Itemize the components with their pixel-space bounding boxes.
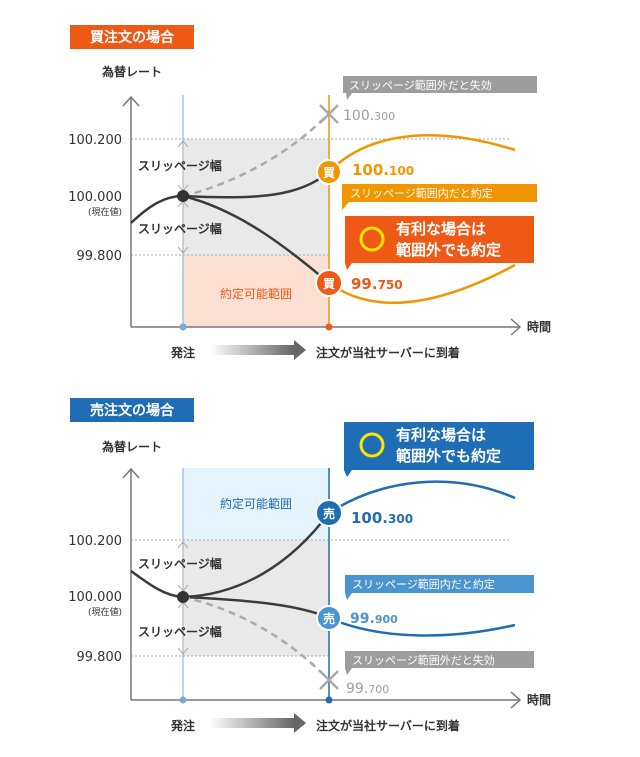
sell-fail-x-icon [319,670,339,690]
sell-panel: 売注文の場合 為替レート 時間 100.200 100.000 (現在値) 99… [68,398,551,733]
sell-tick-upper: 100.200 [68,534,122,549]
buy-tick-mid-sub: (現在値) [88,206,122,218]
buy-arrival-label: 注文が当社サーバーに到着 [316,345,460,360]
sell-arrival-dot [325,696,333,704]
sell-fail-tag: スリッページ範囲外だと失効 [352,653,495,667]
buy-fail-x-icon [319,104,339,124]
sell-favorable-badge: 売 [323,506,335,521]
sell-favorable-callout [344,422,534,477]
sell-y-axis-label: 為替レート [102,439,162,454]
sell-fail-tag-bg [345,651,534,675]
sell-slippage-upper-label: スリッページ幅 [138,556,222,571]
sell-favorable-path [182,512,330,599]
sell-order-dot [179,696,187,704]
sell-ok-badge-icon [316,605,342,631]
buy-slippage-upper-label: スリッページ幅 [138,158,222,173]
sell-current-point [177,591,189,603]
buy-ok-badge: 買 [323,166,335,180]
buy-fail-tag-bg [343,76,537,100]
sell-favorable-value: 100.300 [351,509,413,527]
buy-favorable-callout [345,216,534,270]
sell-x-axis-label: 時間 [527,692,551,707]
buy-range-label: 約定可能範囲 [220,286,292,301]
sell-future-curve-lower [328,616,516,637]
buy-favorable-badge-icon [315,269,343,297]
buy-panel: 買注文の場合 為替レート 時間 100.200 100.000 (現在値) 99… [68,25,551,360]
buy-tick-mid: 100.000 [68,190,122,205]
sell-fail-path [182,595,330,681]
sell-order-label: 発注 [170,718,195,733]
sell-range-label: 約定可能範囲 [220,496,292,511]
buy-fail-tag: スリッページ範囲外だと失効 [349,78,492,92]
buy-tick-upper: 100.200 [68,133,122,148]
buy-tradable-range [183,255,329,327]
sell-price-history-curve [130,569,184,599]
buy-future-curve-lower [328,263,516,304]
buy-favorable-line2: 範囲外でも約定 [396,241,501,259]
buy-favorable-line1: 有利な場合は [396,220,486,238]
buy-ok-badge-icon [316,159,342,185]
sell-favorable-line2: 範囲外でも約定 [396,447,501,465]
sell-arrival-label: 注文が当社サーバーに到着 [316,718,460,733]
sell-title: 売注文の場合 [90,402,175,419]
buy-order-label: 発注 [170,345,195,360]
buy-arrival-dot [325,323,333,331]
buy-favorable-path [182,194,330,284]
sell-time-arrow-bar [210,718,294,728]
buy-time-arrow-head [294,340,306,360]
buy-y-axis-label: 為替レート [102,64,162,79]
sell-tick-mid: 100.000 [68,590,122,605]
buy-ok-tag: スリッページ範囲内だと約定 [350,186,493,200]
buy-ok-value: 100.100 [352,161,414,179]
buy-x-axis-arrow [510,318,522,336]
buy-favorable-badge: 買 [323,277,335,291]
buy-slippage-lower-label: スリッページ幅 [138,221,222,236]
buy-fail-path [182,112,330,198]
buy-title: 買注文の場合 [90,29,175,46]
sell-ok-tag-bg [345,575,534,600]
buy-tick-lower: 99.800 [77,249,123,264]
buy-title-badge [70,25,194,49]
buy-favorable-ok-icon [359,226,385,252]
sell-ok-tag: スリッページ範囲内だと約定 [352,577,495,591]
buy-order-dot [179,323,187,331]
sell-tradable-range [183,468,329,540]
sell-tick-lower: 99.800 [77,650,123,665]
buy-current-point [177,190,189,202]
sell-slippage-lower-label: スリッページ幅 [138,624,222,639]
sell-time-arrow-head [294,713,306,733]
sell-future-curve-upper [328,480,516,515]
sell-x-axis-arrow [510,691,522,709]
buy-future-curve-upper [328,134,516,173]
buy-ok-tag-bg [342,184,537,210]
buy-favorable-value: 99.750 [351,275,403,293]
sell-ok-value: 99.900 [350,611,398,627]
buy-fail-value: 100.300 [343,108,395,124]
buy-x-axis-label: 時間 [527,319,551,334]
sell-favorable-badge-icon [315,499,343,527]
buy-time-arrow-bar [210,345,294,355]
buy-y-axis-arrow [122,95,140,107]
sell-ok-badge: 売 [323,611,335,626]
sell-fail-value: 99.700 [346,681,389,697]
sell-favorable-line1: 有利な場合は [396,426,486,444]
sell-y-axis-arrow [122,467,140,479]
sell-favorable-ok-icon [359,432,385,458]
buy-price-history-curve [130,194,184,224]
sell-tick-mid-sub: (現在値) [88,606,122,618]
sell-title-badge [70,398,194,422]
